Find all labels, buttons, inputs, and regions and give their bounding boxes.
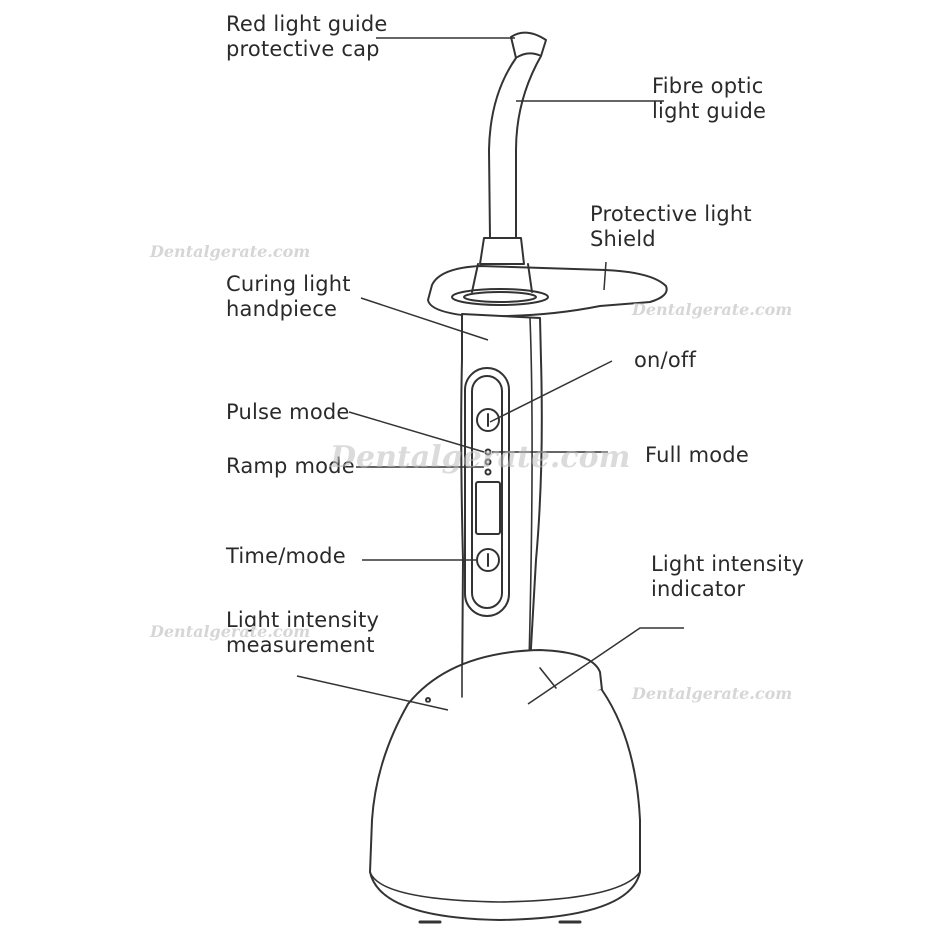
label-pulse-mode: Pulse mode	[226, 400, 350, 424]
label-measurement-line2: measurement	[226, 633, 375, 657]
leader-on-off	[489, 360, 613, 423]
label-light-intensity-measurement: Light intensity measurement	[226, 608, 379, 658]
label-fibre-optic-line2: light guide	[652, 99, 767, 123]
charging-base-body	[369, 689, 641, 921]
leader-shield	[603, 261, 607, 291]
leader-pulse-mode	[348, 411, 485, 453]
label-red-light-guide-cap: Red light guide protective cap	[226, 12, 388, 62]
label-indicator-line1: Light intensity	[651, 552, 805, 576]
on-off-button-shape	[476, 408, 500, 432]
label-measurement-line1: Light intensity	[226, 608, 380, 632]
watermark-1: Dentalgerate.com	[150, 242, 311, 261]
label-shield-line1: Protective light	[590, 202, 752, 226]
watermark-5: Dentalgerate.com	[632, 684, 793, 703]
guide-collar-shape	[479, 237, 525, 265]
label-on-off: on/off	[634, 348, 697, 372]
label-handpiece-line1: Curing light	[226, 272, 351, 296]
watermark-3: Dentalgerate.com	[330, 440, 631, 475]
label-red-light-guide-cap-line2: protective cap	[226, 37, 380, 61]
label-light-intensity-indicator: Light intensity indicator	[651, 552, 804, 602]
label-full-mode: Full mode	[645, 443, 749, 467]
watermark-4: Dentalgerate.com	[150, 622, 311, 641]
label-fibre-optic-line1: Fibre optic	[652, 74, 764, 98]
lcd-display-shape	[475, 481, 501, 535]
label-curing-light-handpiece: Curing light handpiece	[226, 272, 351, 322]
label-fibre-optic-light-guide: Fibre optic light guide	[652, 74, 766, 124]
label-protective-light-shield: Protective light Shield	[590, 202, 752, 252]
label-indicator-line2: indicator	[651, 577, 746, 601]
time-mode-button-shape	[476, 548, 500, 572]
label-time-mode: Time/mode	[226, 544, 346, 568]
light-guide-shape	[488, 55, 542, 239]
label-ramp-mode: Ramp mode	[226, 454, 355, 478]
leader-measurement	[296, 675, 449, 711]
leader-handpiece	[360, 297, 489, 341]
leader-intensity-indicator	[527, 627, 684, 705]
label-handpiece-line2: handpiece	[226, 297, 338, 321]
watermark-2: Dentalgerate.com	[632, 300, 793, 319]
label-red-light-guide-cap-line1: Red light guide	[226, 12, 388, 36]
protective-cap-shape	[510, 31, 547, 59]
label-shield-line2: Shield	[590, 227, 656, 251]
